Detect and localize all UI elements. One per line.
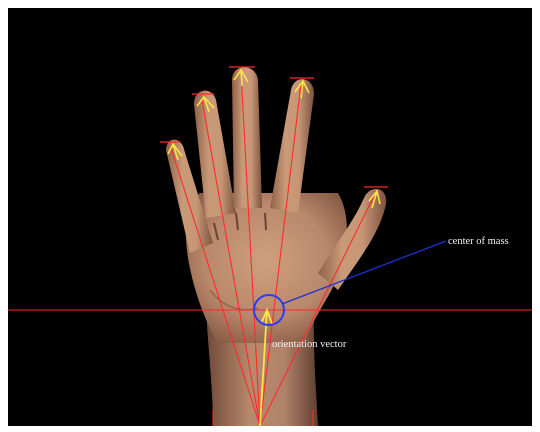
hand-figure-svg: center of mass orientation vector [8, 8, 532, 426]
fingertip-caps [160, 67, 388, 187]
index-finger-shape [270, 79, 314, 213]
hand-analysis-figure: center of mass orientation vector [8, 8, 532, 426]
orientation-vector-label: orientation vector [272, 339, 347, 350]
crease-shadow [265, 213, 266, 230]
center-of-mass-label: center of mass [448, 236, 509, 247]
hand-silhouette [166, 67, 386, 426]
